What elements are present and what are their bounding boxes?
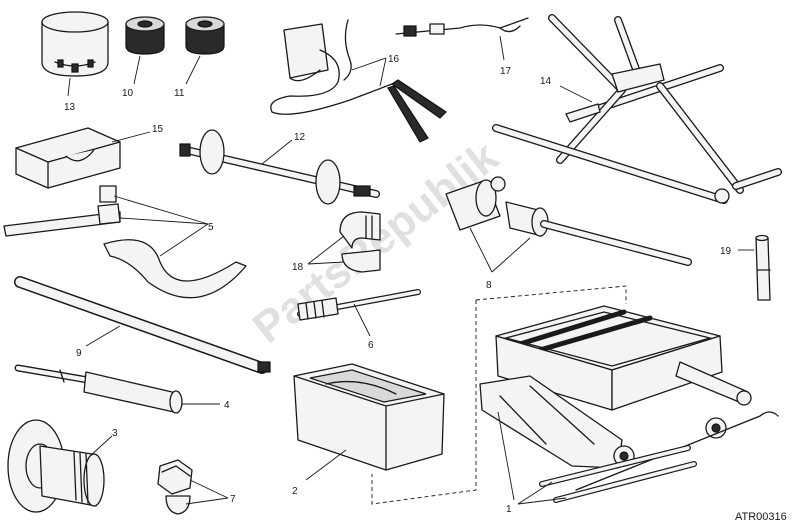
- callout-15: 15: [152, 124, 164, 135]
- callout-4: 4: [224, 400, 230, 411]
- callout-3: 3: [112, 428, 118, 439]
- callout-19: 19: [720, 246, 732, 257]
- callout-13: 13: [64, 102, 76, 113]
- drawing-code: ATR00316: [735, 511, 787, 523]
- callout-14: 14: [540, 76, 552, 87]
- part-11-rubber-bushing: [185, 16, 225, 55]
- part-17-fused-cable: [395, 17, 529, 37]
- part-12-bearing-shaft: [179, 129, 380, 205]
- part-7-nut-set: [157, 459, 193, 515]
- part-4-stepped-drift: [14, 364, 183, 414]
- callout-1: 1: [506, 504, 512, 515]
- callout-18: 18: [292, 262, 304, 273]
- callout-10: 10: [122, 88, 134, 99]
- part-3-threaded-adapter: [7, 419, 105, 513]
- callout-9: 9: [76, 348, 82, 359]
- part-14-paddock-stand: [492, 14, 782, 204]
- part-19-pin: [755, 234, 771, 301]
- part-15-block-support: [15, 127, 121, 189]
- callout-16: 16: [388, 54, 400, 65]
- part-16-battery-charger: [270, 19, 447, 143]
- callout-11: 11: [174, 88, 185, 99]
- part-10-rubber-bushing: [125, 16, 165, 55]
- callout-5: 5: [208, 222, 214, 233]
- assembly-group-outline: [371, 285, 627, 505]
- watermark-text: PartsRepublik: [244, 132, 508, 353]
- callout-8: 8: [486, 280, 492, 291]
- callout-6: 6: [368, 340, 374, 351]
- part-5-spanner-set: [3, 185, 247, 299]
- part-9-long-bar: [14, 276, 271, 374]
- part-8-extractor-tool: [445, 176, 692, 266]
- part-2-tool-box: [293, 363, 445, 471]
- part-6-drift-tool: [297, 289, 421, 321]
- callout-17: 17: [500, 66, 512, 77]
- part-1-lift-stand: [479, 305, 779, 503]
- callout-2: 2: [292, 486, 298, 497]
- callout-12: 12: [294, 132, 306, 143]
- callout-7: 7: [230, 494, 236, 505]
- part-18-split-bushing: [339, 211, 381, 273]
- part-13-cup-tool: [41, 11, 109, 77]
